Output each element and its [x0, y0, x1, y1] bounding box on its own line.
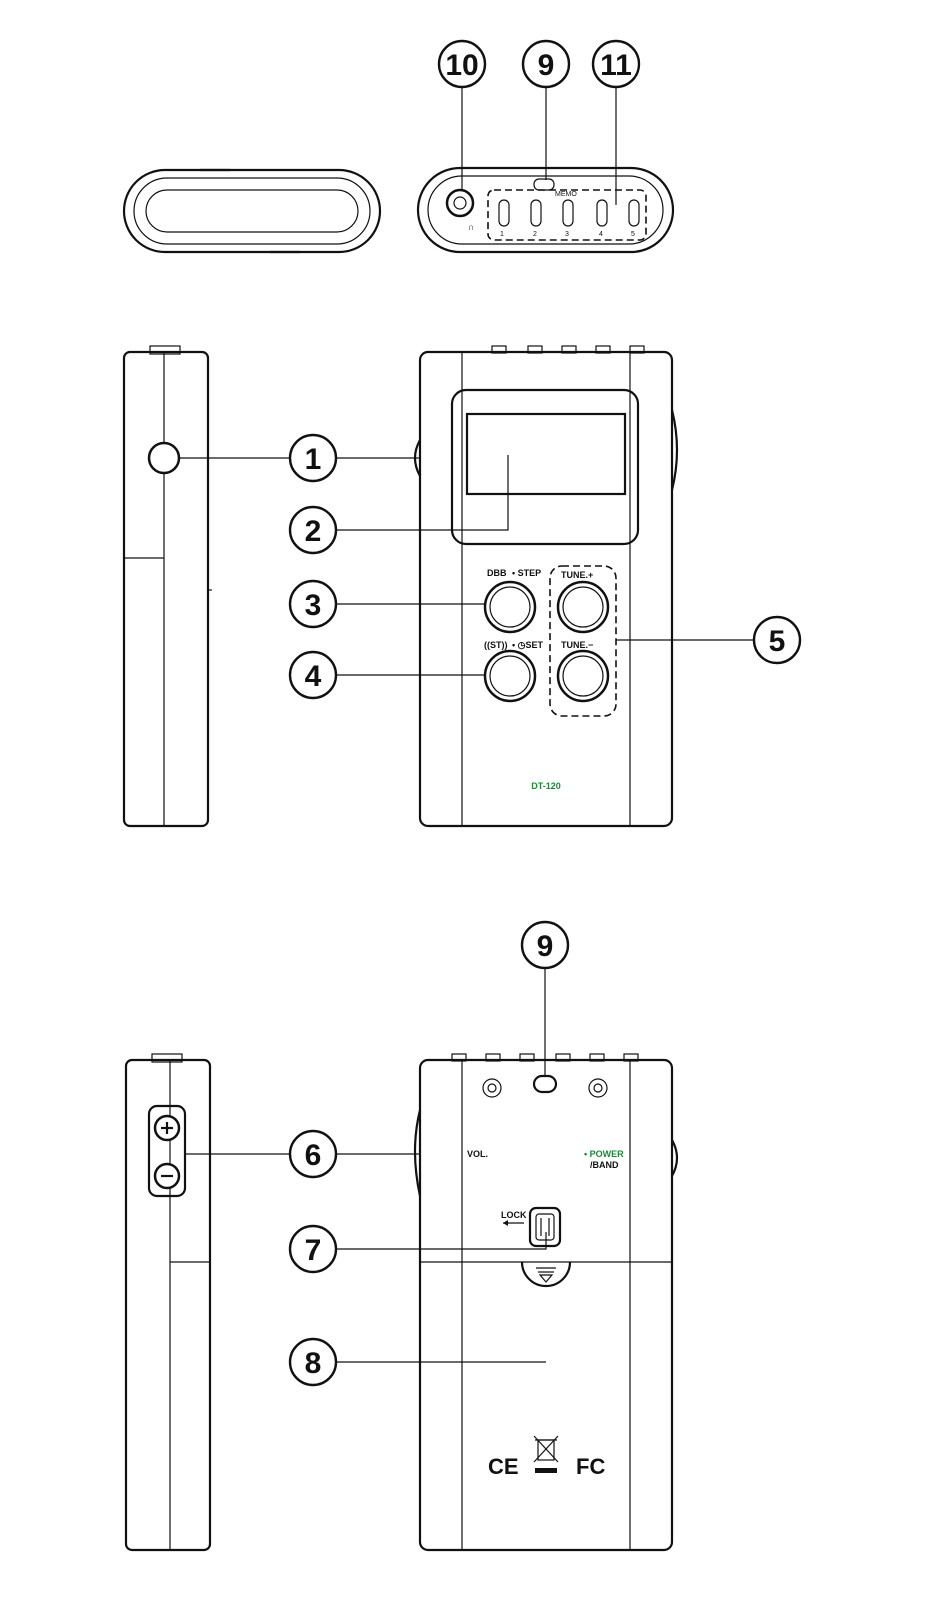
- callout-9-bottom: 9: [522, 922, 568, 968]
- ce-mark: CE: [488, 1454, 519, 1479]
- top-view-left: [124, 170, 380, 252]
- tune-minus-button: [558, 651, 608, 701]
- callout-3: 3: [290, 581, 336, 627]
- callout-10: 10: [439, 41, 485, 87]
- callout-5: 5: [754, 617, 800, 663]
- set-label: • ◷SET: [512, 640, 544, 650]
- side-knob: [149, 443, 179, 473]
- svg-text:6: 6: [305, 1139, 322, 1172]
- fc-mark: FC: [576, 1454, 605, 1479]
- preset-numbers: 1 2 3 4 5: [500, 231, 635, 238]
- preset-buttons: [499, 200, 639, 226]
- tune-plus-label: TUNE.+: [561, 570, 593, 580]
- st-set-button: [485, 651, 535, 701]
- svg-text:9: 9: [538, 49, 555, 82]
- svg-text:7: 7: [305, 1234, 322, 1267]
- callout-7: 7: [290, 1226, 336, 1272]
- preset-5: 5: [631, 231, 635, 238]
- svg-text:1: 1: [305, 443, 322, 476]
- reset-hole-top: [534, 179, 554, 190]
- svg-text:4: 4: [305, 660, 322, 693]
- vol-label: VOL.: [467, 1149, 488, 1159]
- svg-text:3: 3: [305, 589, 322, 622]
- front-view: DBB • STEP ((ST)) • ◷SET TUNE.+ TUNE.− D…: [337, 346, 753, 826]
- back-view: VOL. • POWER /BAND LOCK CE FC: [337, 968, 677, 1550]
- side-view-upper: [124, 346, 290, 826]
- preset-3: 3: [565, 231, 569, 238]
- lock-label: LOCK: [501, 1210, 527, 1220]
- tune-plus-button: [558, 582, 608, 632]
- svg-text:10: 10: [445, 49, 478, 82]
- svg-text:11: 11: [600, 49, 632, 82]
- lcd-screen: [467, 414, 625, 494]
- callout-4: 4: [290, 652, 336, 698]
- step-label: • STEP: [512, 568, 541, 578]
- callout-1: 1: [290, 435, 336, 481]
- st-label: ((ST)): [484, 640, 508, 650]
- preset-2: 2: [533, 231, 537, 238]
- dbb-label: DBB: [487, 568, 507, 578]
- tune-minus-label: TUNE.−: [561, 640, 593, 650]
- dbb-step-button: [485, 582, 535, 632]
- model-label: DT-120: [531, 781, 561, 791]
- svg-text:2: 2: [305, 515, 322, 548]
- screw-right: [589, 1079, 607, 1097]
- reset-hole-back: [534, 1076, 556, 1092]
- band-label: /BAND: [590, 1160, 619, 1170]
- top-view-right: ∩ MEMO 1 2 3 4 5: [418, 86, 673, 252]
- callout-11: 11: [593, 41, 639, 87]
- weee-bin-icon: [534, 1436, 558, 1473]
- headphone-jack: [447, 190, 473, 216]
- screw-left: [483, 1079, 501, 1097]
- svg-text:8: 8: [305, 1347, 322, 1380]
- power-label: • POWER: [584, 1149, 624, 1159]
- preset-4: 4: [599, 231, 603, 238]
- callout-6: 6: [290, 1131, 336, 1177]
- callout-9-top: 9: [523, 41, 569, 87]
- callout-2: 2: [290, 507, 336, 553]
- headphone-icon: ∩: [468, 222, 475, 232]
- preset-1: 1: [500, 231, 504, 238]
- side-view-lower: [126, 1054, 290, 1550]
- svg-text:9: 9: [537, 930, 554, 963]
- svg-text:5: 5: [769, 625, 786, 658]
- memo-label: MEMO: [555, 191, 577, 198]
- callout-8: 8: [290, 1339, 336, 1385]
